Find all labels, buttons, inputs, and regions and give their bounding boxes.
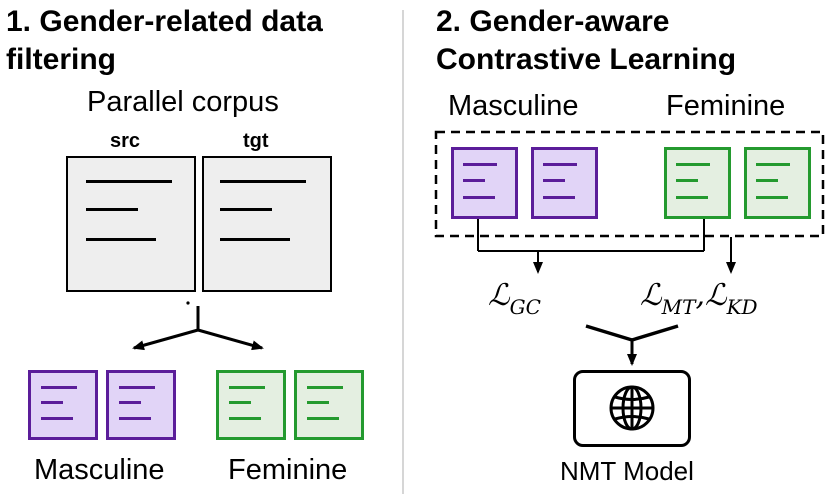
split-arrow-icon xyxy=(132,301,264,351)
section1-title-line2: filtering xyxy=(6,43,116,76)
section2-title-line1: 2. Gender-aware xyxy=(436,5,670,38)
masculine-label-1: Masculine xyxy=(34,454,165,486)
parallel-corpus-label: Parallel corpus xyxy=(87,86,279,118)
nmt-model-box xyxy=(573,370,691,447)
globe-icon xyxy=(609,385,655,431)
masculine-doc-1 xyxy=(28,370,98,440)
feminine-label-1: Feminine xyxy=(228,454,348,486)
src-label: src xyxy=(110,130,141,152)
masculine-doc-2 xyxy=(106,370,176,440)
feminine-doc-4 xyxy=(744,147,811,219)
tgt-document xyxy=(202,156,332,292)
feminine-doc-1 xyxy=(216,370,286,440)
merge-arrow-icon xyxy=(585,324,679,366)
masculine-label-2: Masculine xyxy=(448,90,579,122)
feminine-doc-3 xyxy=(664,147,731,219)
section-divider xyxy=(402,10,404,494)
masculine-doc-4 xyxy=(531,147,598,219)
loss-mt: ℒMT xyxy=(640,278,696,319)
loss-kd: ℒKD xyxy=(704,278,758,319)
loss-separator: , xyxy=(695,278,705,313)
tgt-label: tgt xyxy=(243,130,269,152)
src-document xyxy=(66,156,196,292)
nmt-model-label: NMT Model xyxy=(560,456,694,486)
section2-title-line2: Contrastive Learning xyxy=(436,43,737,76)
loss-mt-kd: ℒMT,ℒKD xyxy=(640,278,758,319)
feminine-label-2: Feminine xyxy=(666,90,786,122)
feminine-doc-2 xyxy=(294,370,364,440)
dashed-group-box xyxy=(434,130,825,238)
loss-gc: ℒGC xyxy=(488,278,541,319)
gc-arrow-icon xyxy=(477,219,705,274)
masculine-doc-3 xyxy=(451,147,518,219)
section1-title-line1: 1. Gender-related data xyxy=(6,5,323,38)
